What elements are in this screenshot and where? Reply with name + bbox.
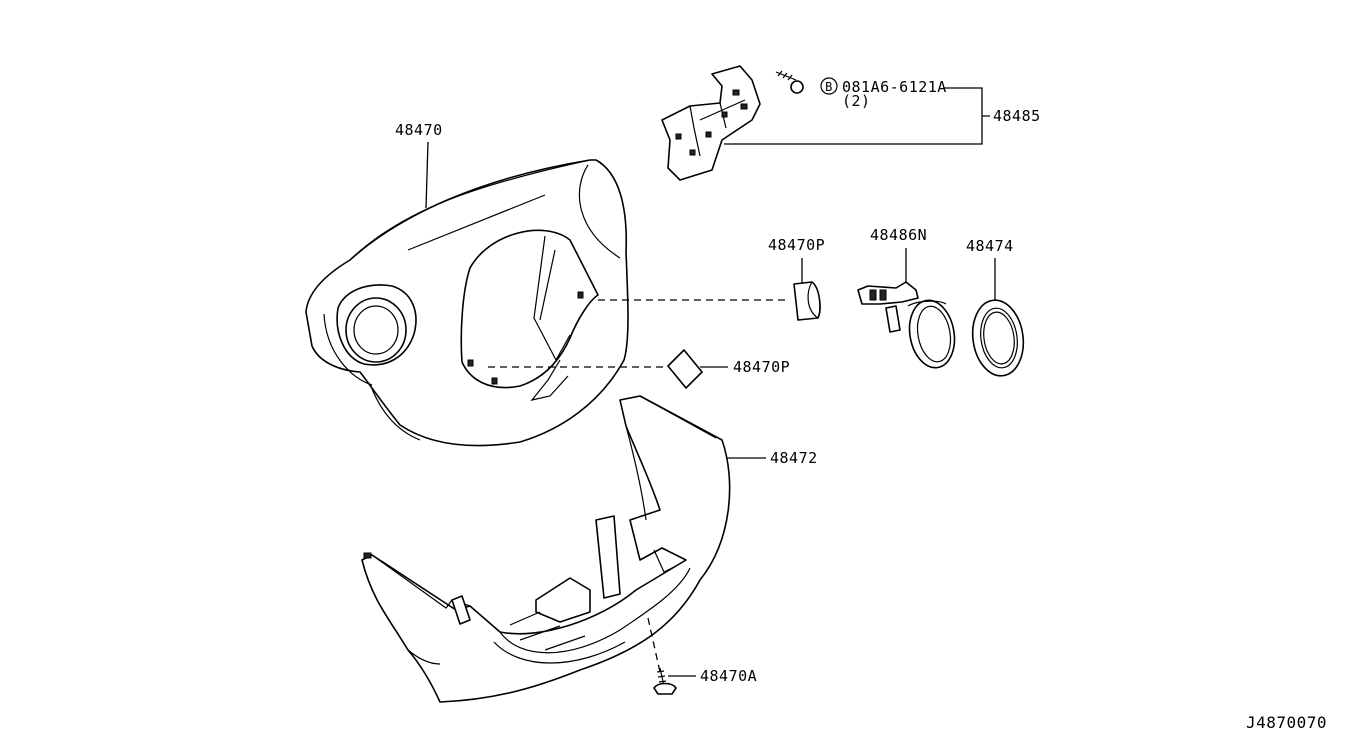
bracket-leader: [724, 87, 990, 145]
label-48486n: 48486N: [870, 226, 927, 244]
lower-column-cover: [361, 395, 731, 703]
label-48470a: 48470A: [700, 667, 757, 685]
label-48474: 48474: [966, 237, 1014, 255]
diagram-code: J4870070: [1246, 713, 1327, 732]
plug-upper: [793, 281, 821, 321]
ring-48474: [971, 299, 1025, 377]
bolt-spec-label: 081A6-6121A: [842, 78, 947, 96]
label-48470p-lower: 48470P: [733, 358, 790, 376]
screw-icon: [653, 667, 677, 695]
label-48470p-upper: 48470P: [768, 236, 825, 254]
switch-48486n: [857, 281, 956, 369]
bolt-marker-circle: B: [820, 77, 838, 95]
bolt-qty-label: (2): [842, 92, 871, 110]
label-48470: 48470: [395, 121, 443, 139]
label-48472: 48472: [770, 449, 818, 467]
label-48485: 48485: [993, 107, 1041, 125]
dashed-line-screw: [647, 617, 661, 673]
bolt-icon: [775, 70, 804, 94]
bolt-marker-letter: B: [825, 80, 833, 94]
upper-column-cover: [305, 159, 629, 447]
plug-lower: [667, 349, 703, 389]
upper-cover-leader: [425, 141, 429, 209]
bracket-48485: [661, 65, 761, 181]
